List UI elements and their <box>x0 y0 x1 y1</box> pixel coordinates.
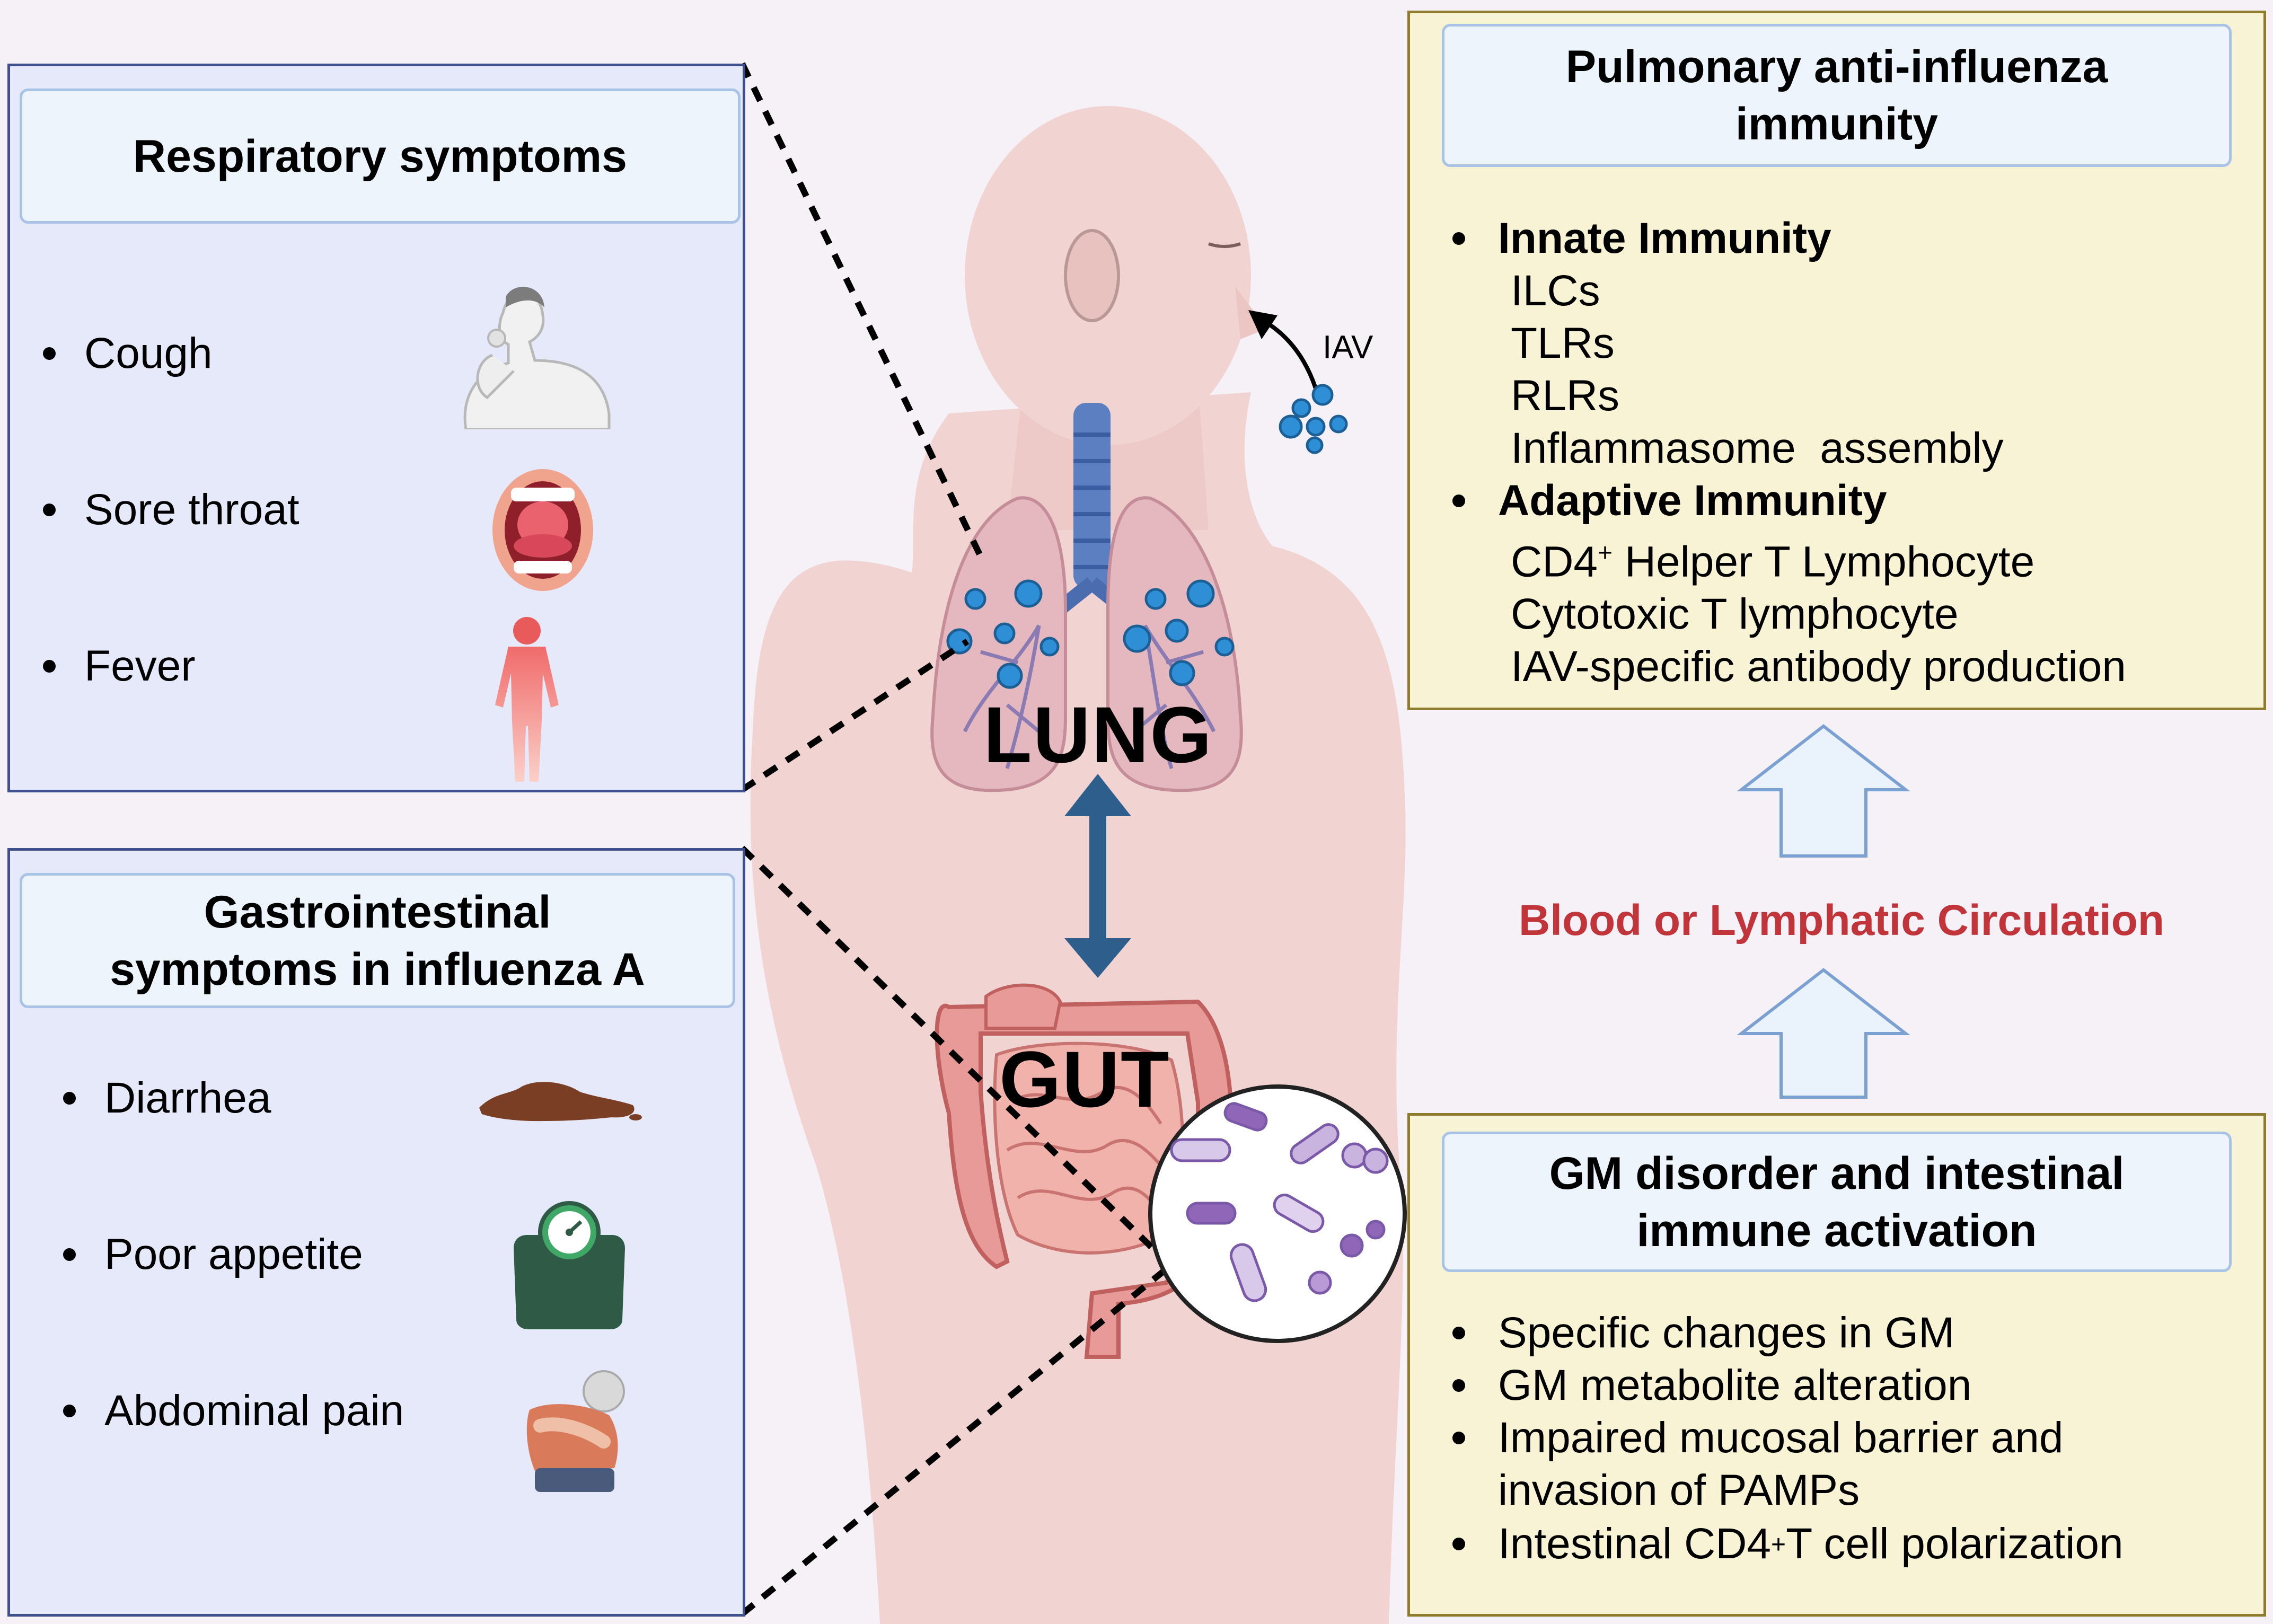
pulmonary-title-line2: immunity <box>1735 99 1939 149</box>
iav-label: IAV <box>1323 329 1373 366</box>
ear <box>1064 229 1120 322</box>
pulmonary-immunity-list: Innate Immunity ILCs TLRs RLRs Inflammas… <box>1452 212 2126 693</box>
respiratory-symptoms-panel: Respiratory symptoms Cough Sore throat F… <box>7 64 745 792</box>
connector-dash-3 <box>739 845 1169 1264</box>
pulmonary-title-line1: Pulmonary anti-influenza <box>1565 41 2108 92</box>
stomach <box>984 983 1062 1030</box>
gm-effects-list: Specific changes in GM GM metabolite alt… <box>1452 1307 2124 1571</box>
coughing-person-icon <box>463 287 611 429</box>
gut-label: GUT <box>999 1035 1170 1124</box>
gm-disorder-panel: GM disorder and intestinal immune activa… <box>1407 1113 2266 1617</box>
eye <box>1208 242 1241 248</box>
symptom-abdominal-pain: Abdominal pain <box>63 1386 404 1436</box>
adaptive-immunity-heading: Adaptive Immunity <box>1452 474 2126 527</box>
abdominal-pain-person-icon <box>526 1370 625 1492</box>
gm-title-line1: GM disorder and intestinal <box>1549 1148 2125 1199</box>
symptom-diarrhea: Diarrhea <box>63 1073 271 1123</box>
innate-item-rlrs: RLRs <box>1511 372 1620 420</box>
symptom-sore-throat: Sore throat <box>43 485 299 535</box>
gm-title-line2: immune activation <box>1636 1205 2037 1256</box>
innate-item-tlrs: TLRs <box>1511 319 1615 367</box>
gm-item-cd4-polarization: Intestinal CD4+ T cell polarization <box>1452 1516 2124 1571</box>
pulmonary-immunity-panel: Pulmonary anti-influenza immunity Innate… <box>1407 11 2266 710</box>
up-arrow-bottom <box>1737 968 1910 1099</box>
left-lung <box>930 496 1067 792</box>
gm-title-box: GM disorder and intestinal immune activa… <box>1442 1132 2232 1272</box>
innate-item-inflammasome: Inflammasome assembly <box>1511 424 2004 472</box>
innate-immunity-heading: Innate Immunity <box>1452 212 2126 264</box>
gm-item-mucosal-barrier-cont: invasion of PAMPs <box>1498 1466 1860 1514</box>
symptom-poor-appetite: Poor appetite <box>63 1230 363 1279</box>
innate-item-ilcs: ILCs <box>1511 267 1600 315</box>
gm-item-mucosal-barrier: Impaired mucosal barrier and <box>1452 1411 2124 1464</box>
gastrointestinal-symptoms-panel: Gastrointestinal symptoms in influenza A… <box>7 848 745 1617</box>
gastro-title-box: Gastrointestinal symptoms in influenza A <box>20 873 735 1008</box>
lung-label: LUNG <box>983 690 1213 779</box>
symptom-fever: Fever <box>43 641 196 691</box>
connector-dash-2 <box>740 638 970 793</box>
adaptive-item-antibody: IAV-specific antibody production <box>1511 642 2126 691</box>
gastro-title-line2: symptoms in influenza A <box>110 943 645 995</box>
diarrhea-stool-icon <box>479 1082 642 1122</box>
respiratory-title: Respiratory symptoms <box>133 130 627 182</box>
gut-microbiota-circle <box>1148 1084 1407 1343</box>
circulation-label: Blood or Lymphatic Circulation <box>1519 896 2164 945</box>
trachea <box>1073 403 1111 588</box>
adaptive-item-cd4-helper: CD4+ Helper T Lymphocyte <box>1511 537 2035 586</box>
gm-item-specific-changes: Specific changes in GM <box>1452 1307 2124 1359</box>
adaptive-item-cytotoxic: Cytotoxic T lymphocyte <box>1511 590 1959 639</box>
respiratory-title-box: Respiratory symptoms <box>20 89 741 224</box>
up-arrow-top <box>1737 724 1910 858</box>
symptom-cough: Cough <box>43 329 213 378</box>
connector-dash-1 <box>739 62 984 558</box>
gastro-title-line1: Gastrointestinal <box>204 886 551 938</box>
weighing-scale-icon <box>514 1201 625 1329</box>
pulmonary-title-box: Pulmonary anti-influenza immunity <box>1442 24 2232 167</box>
lung-gut-axis-arrow <box>1064 774 1131 978</box>
iav-entry-arrow <box>1258 316 1322 403</box>
gm-item-metabolite: GM metabolite alteration <box>1452 1359 2124 1411</box>
fever-body-icon <box>495 617 559 782</box>
open-mouth-throat-icon <box>492 469 593 591</box>
